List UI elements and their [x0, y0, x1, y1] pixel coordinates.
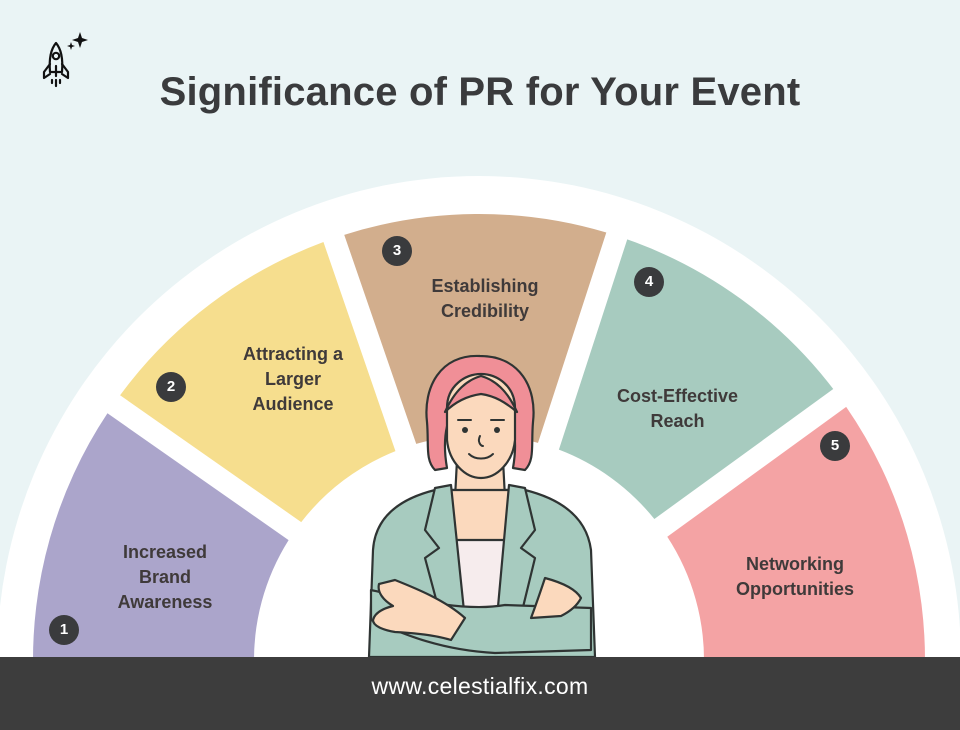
segment-2-number-badge: 2 — [156, 372, 186, 402]
rocket-with-sparkles-icon — [42, 32, 88, 88]
segment-4 — [558, 239, 834, 520]
page-title: Significance of PR for Your Event — [159, 70, 801, 114]
footer-bar: www.celestialfix.com — [0, 657, 960, 730]
footer-url[interactable]: www.celestialfix.com — [371, 673, 589, 699]
right-hand — [529, 576, 583, 620]
segment-1-number-badge: 1 — [49, 615, 79, 645]
segment-5 — [667, 406, 925, 676]
segment-5-number-badge: 5 — [820, 431, 850, 461]
segment-4-number-badge: 4 — [634, 267, 664, 297]
segment-3-label: Establishing Credibility — [431, 276, 539, 321]
segment-3-number-badge: 3 — [382, 236, 412, 266]
segment-2-label: Attracting a Larger Audience — [242, 344, 343, 414]
segment-1-label: Increased Brand Awareness — [117, 542, 213, 612]
segment-1 — [33, 413, 289, 676]
segment-5-label: Networking Opportunities — [736, 554, 854, 599]
segment-3 — [344, 214, 607, 444]
woman-illustration — [367, 354, 597, 659]
segment-2 — [120, 242, 396, 523]
left-hand — [371, 578, 467, 642]
segment-4-label: Cost-Effective Reach — [616, 386, 739, 431]
